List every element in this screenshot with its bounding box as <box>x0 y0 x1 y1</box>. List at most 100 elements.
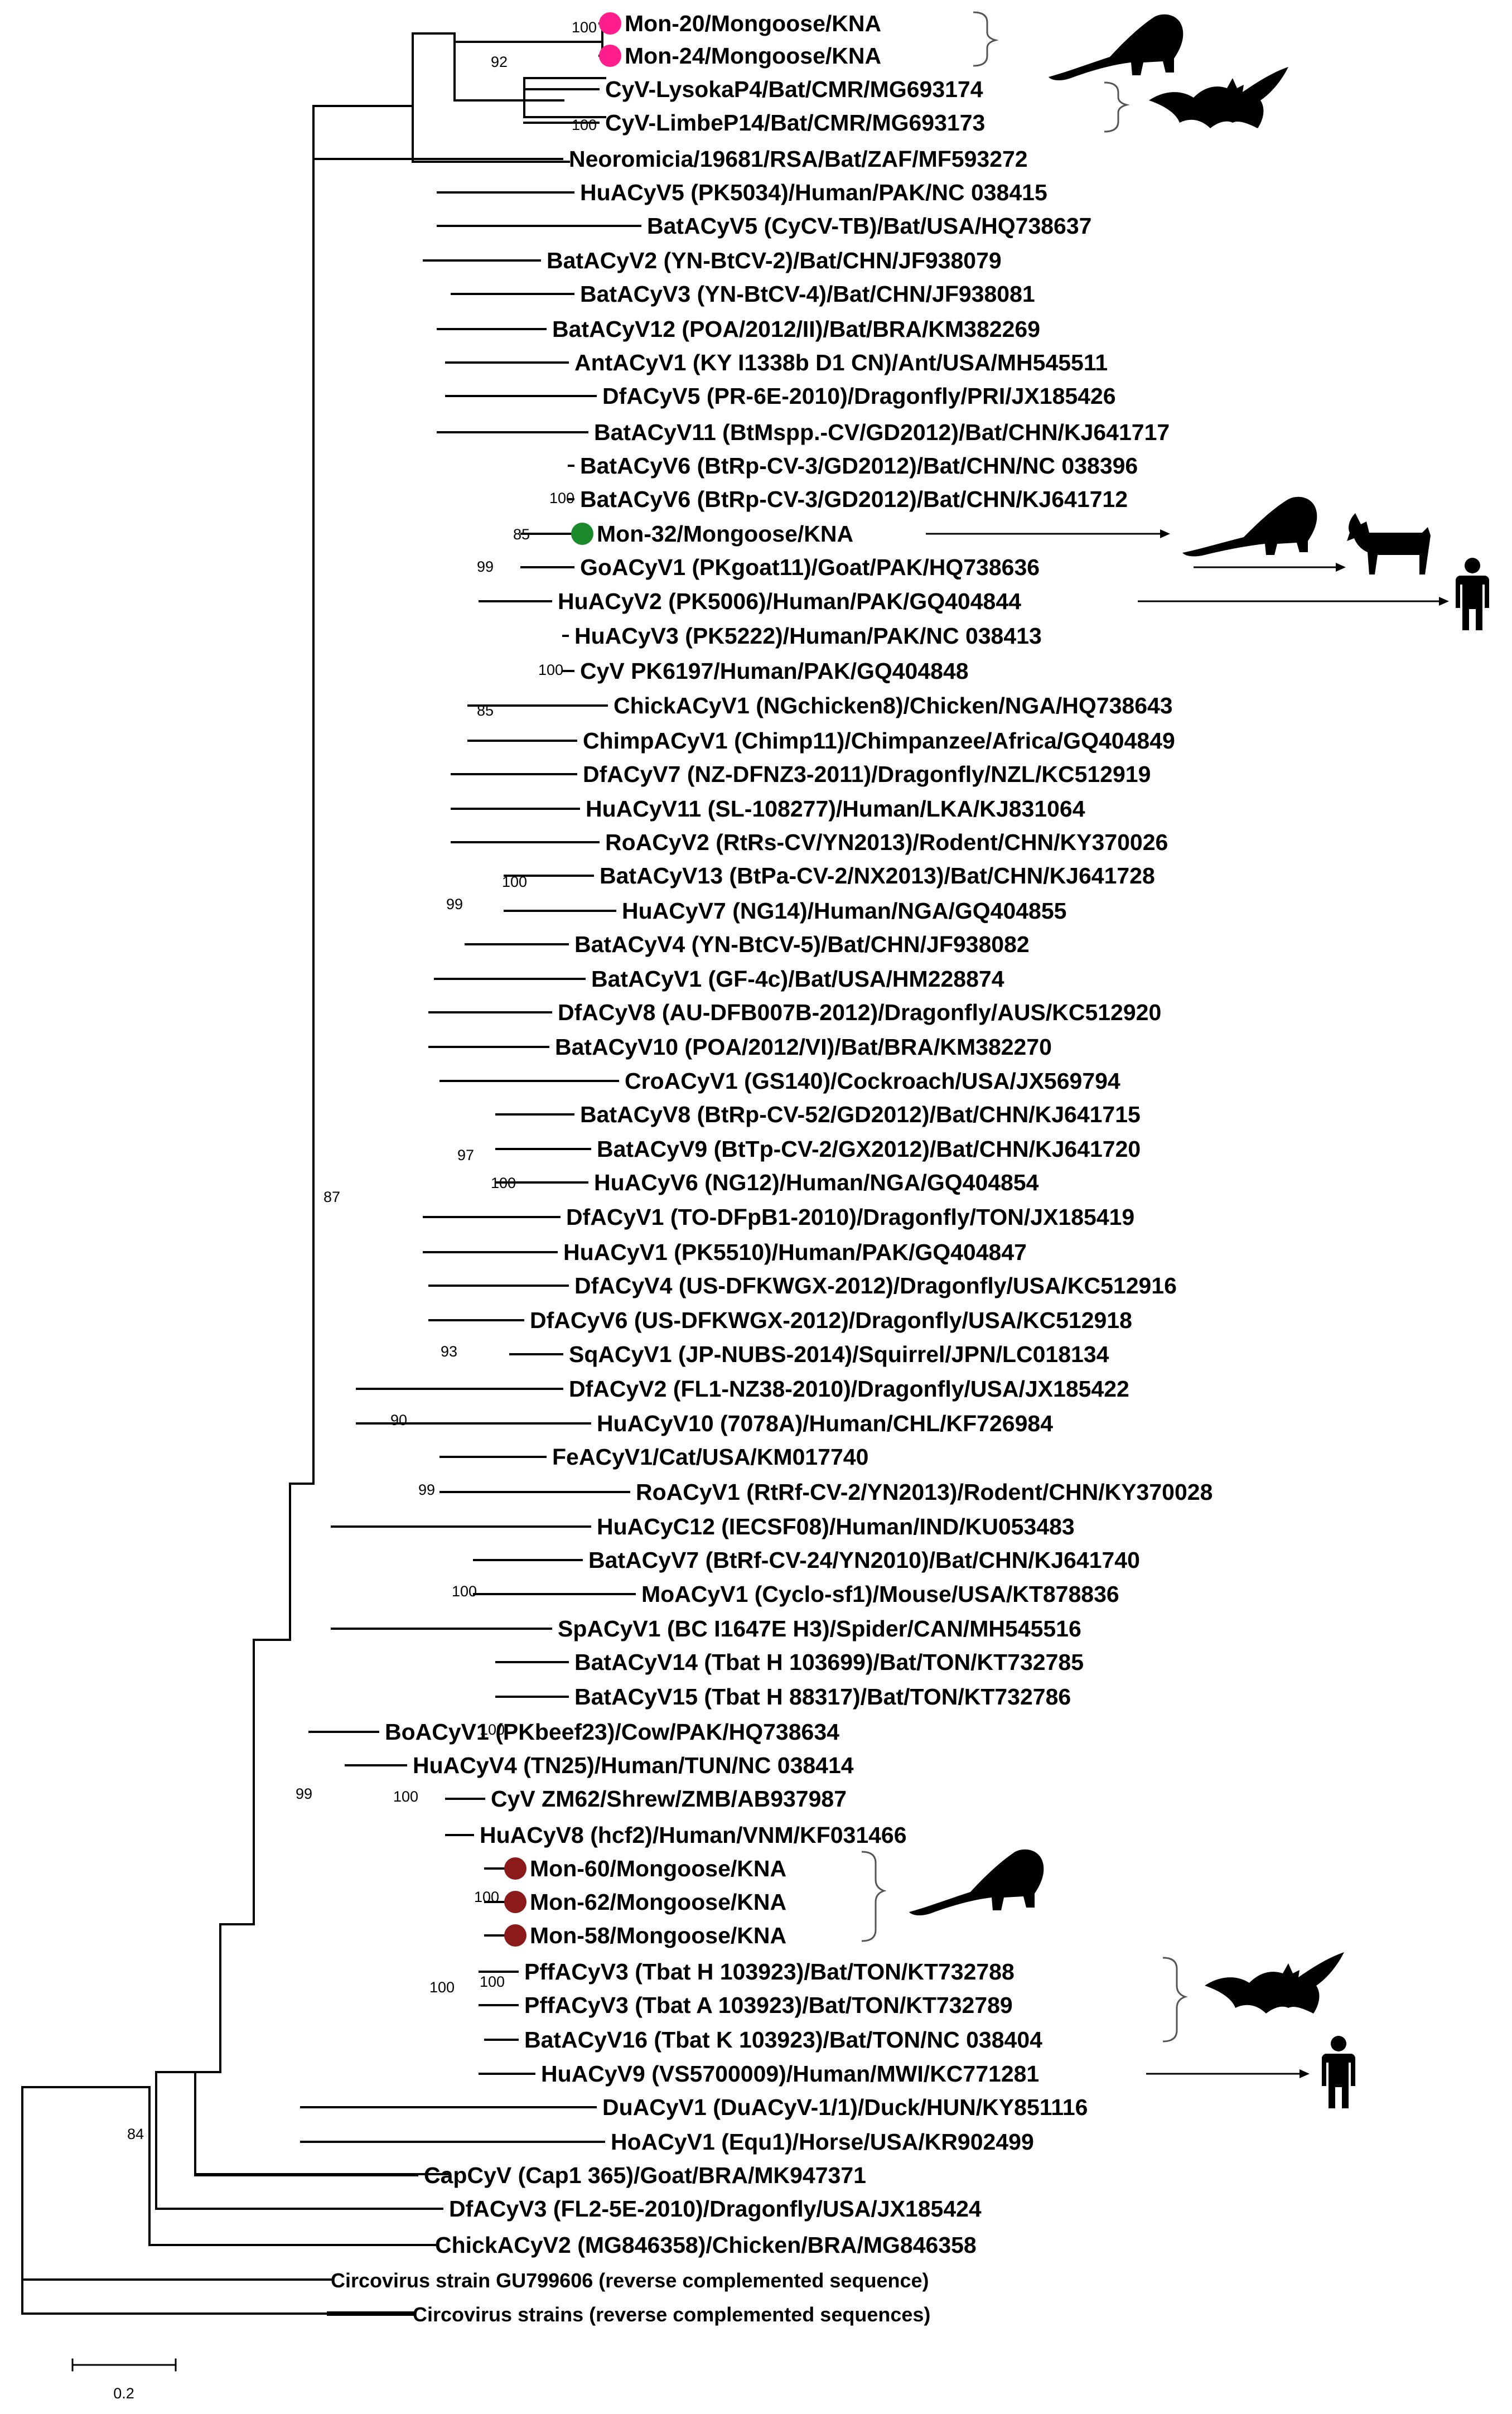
mongoose-sample-marker <box>504 1891 526 1913</box>
bootstrap-value: 100 <box>480 1973 505 1990</box>
bootstrap-value: 99 <box>446 896 463 913</box>
tip-label: BatACyV3 (YN-BtCV-4)/Bat/CHN/JF938081 <box>580 281 1035 307</box>
tip-label: DfACyV4 (US-DFKWGX-2012)/Dragonfly/USA/K… <box>574 1273 1177 1298</box>
bootstrap-value: 85 <box>477 702 494 719</box>
host-arrows <box>926 529 1449 2078</box>
tip-label: BatACyV12 (POA/2012/II)/Bat/BRA/KM382269 <box>552 316 1040 342</box>
tip-label: HuACyV6 (NG12)/Human/NGA/GQ404854 <box>594 1170 1039 1195</box>
bootstrap-value: 100 <box>429 1979 455 1996</box>
scale-bar: 0.2 <box>71 2358 177 2402</box>
bootstrap-value: 84 <box>127 2126 144 2142</box>
tip-label: FeACyV1/Cat/USA/KM017740 <box>552 1444 868 1470</box>
tip-label: HuACyV4 (TN25)/Human/TUN/NC 038414 <box>413 1752 854 1778</box>
tip-label: Circovirus strains (reverse complemented… <box>413 2303 930 2326</box>
bootstrap-value: 99 <box>418 1481 435 1498</box>
tip-label: MoACyV1 (Cyclo-sf1)/Mouse/USA/KT878836 <box>641 1581 1119 1607</box>
bootstrap-value: 99 <box>477 558 494 575</box>
tip-label: BatACyV14 (Tbat H 103699)/Bat/TON/KT7327… <box>574 1649 1084 1675</box>
bootstrap-value: 85 <box>513 526 530 543</box>
tip-label: CyV-LimbeP14/Bat/CMR/MG693173 <box>605 110 985 136</box>
tip-label: DuACyV1 (DuACyV-1/1)/Duck/HUN/KY851116 <box>602 2094 1088 2120</box>
tip-label: HuACyV10 (7078A)/Human/CHL/KF726984 <box>597 1411 1053 1436</box>
bat-icon <box>1205 1952 1344 2014</box>
tip-label: HuACyV1 (PK5510)/Human/PAK/GQ404847 <box>563 1239 1027 1265</box>
goat-icon <box>1347 513 1431 574</box>
tip-label: HuACyC12 (IECSF08)/Human/IND/KU053483 <box>597 1514 1075 1539</box>
tip-label: ChickACyV1 (NGchicken8)/Chicken/NGA/HQ73… <box>614 693 1173 718</box>
tip-label: RoACyV2 (RtRs-CV/YN2013)/Rodent/CHN/KY37… <box>605 829 1168 855</box>
tip-label: Mon-24/Mongoose/KNA <box>625 43 881 69</box>
bootstrap-value: 99 <box>296 1785 312 1802</box>
tip-label: BatACyV6 (BtRp-CV-3/GD2012)/Bat/CHN/NC 0… <box>580 453 1138 479</box>
bootstrap-value: 100 <box>549 490 574 506</box>
tip-label: HuACyV2 (PK5006)/Human/PAK/GQ404844 <box>558 588 1021 614</box>
tip-label: BatACyV5 (CyCV-TB)/Bat/USA/HQ738637 <box>647 213 1091 239</box>
bootstrap-value: 97 <box>457 1147 474 1163</box>
tip-label: DfACyV7 (NZ-DFNZ3-2011)/Dragonfly/NZL/KC… <box>583 761 1151 787</box>
mongoose-sample-marker <box>571 523 593 545</box>
tip-markers <box>504 12 621 1947</box>
tip-label: BatACyV9 (BtTp-CV-2/GX2012)/Bat/CHN/KJ64… <box>597 1136 1141 1162</box>
tip-label: PffACyV3 (Tbat A 103923)/Bat/TON/KT73278… <box>524 1992 1013 2018</box>
bootstrap-value: 92 <box>491 54 508 70</box>
bootstrap-value: 100 <box>474 1889 499 1905</box>
tip-label: DfACyV8 (AU-DFB007B-2012)/Dragonfly/AUS/… <box>558 1000 1161 1025</box>
tip-label: ChickACyV2 (MG846358)/Chicken/BRA/MG8463… <box>435 2232 977 2258</box>
bootstrap-value: 90 <box>390 1412 407 1428</box>
mongoose-sample-marker <box>504 1924 526 1947</box>
bootstrap-value: 100 <box>452 1583 477 1600</box>
tip-label: HuACyV3 (PK5222)/Human/PAK/NC 038413 <box>574 623 1042 649</box>
tip-label: CyV-LysokaP4/Bat/CMR/MG693174 <box>605 76 983 102</box>
tip-label: BatACyV2 (YN-BtCV-2)/Bat/CHN/JF938079 <box>547 248 1002 273</box>
tip-label: BatACyV4 (YN-BtCV-5)/Bat/CHN/JF938082 <box>574 931 1030 957</box>
mongoose-sample-marker <box>504 1857 526 1880</box>
tip-label: CapCyV (Cap1 365)/Goat/BRA/MK947371 <box>424 2162 866 2188</box>
tip-label: Mon-62/Mongoose/KNA <box>530 1889 786 1915</box>
tip-label: SpACyV1 (BC I1647E H3)/Spider/CAN/MH5455… <box>558 1616 1081 1641</box>
tip-label: Neoromicia/19681/RSA/Bat/ZAF/MF593272 <box>569 146 1028 172</box>
tip-label: Mon-20/Mongoose/KNA <box>625 11 881 36</box>
tip-label: CyV ZM62/Shrew/ZMB/AB937987 <box>491 1786 847 1812</box>
bootstrap-value: 93 <box>441 1343 457 1360</box>
bootstrap-value: 100 <box>393 1788 418 1805</box>
mongoose-sample-marker <box>599 45 621 67</box>
tip-label: BatACyV6 (BtRp-CV-3/GD2012)/Bat/CHN/KJ64… <box>580 486 1128 512</box>
tip-label: HuACyV9 (VS5700009)/Human/MWI/KC771281 <box>541 2061 1039 2087</box>
tip-label: Mon-32/Mongoose/KNA <box>597 521 853 547</box>
tip-label: CyV PK6197/Human/PAK/GQ404848 <box>580 658 969 684</box>
host-braces <box>861 11 1188 2043</box>
tip-label: PffACyV3 (Tbat H 103923)/Bat/TON/KT73278… <box>524 1959 1015 1985</box>
scale-bar-label: 0.2 <box>113 2385 134 2402</box>
bootstrap-value: 100 <box>572 117 597 133</box>
tip-branches <box>21 22 641 2315</box>
tip-label: RoACyV1 (RtRf-CV-2/YN2013)/Rodent/CHN/KY… <box>636 1479 1213 1505</box>
tip-label: SqACyV1 (JP-NUBS-2014)/Squirrel/JPN/LC01… <box>569 1341 1109 1367</box>
mongoose-icon <box>1049 14 1183 81</box>
bootstrap-value: 100 <box>491 1175 516 1191</box>
bootstrap-value: 100 <box>502 873 527 890</box>
mongoose-icon <box>1182 496 1317 557</box>
tip-label: HuACyV7 (NG14)/Human/NGA/GQ404855 <box>622 898 1066 924</box>
tip-label: DfACyV1 (TO-DFpB1-2010)/Dragonfly/TON/JX… <box>566 1204 1134 1230</box>
tip-label: BatACyV8 (BtRp-CV-52/GD2012)/Bat/CHN/KJ6… <box>580 1102 1141 1127</box>
human-icon <box>1456 558 1489 630</box>
tip-label: CroACyV1 (GS140)/Cockroach/USA/JX569794 <box>625 1068 1120 1094</box>
bootstrap-value: 100 <box>480 1721 505 1738</box>
tip-label: DfACyV2 (FL1-NZ38-2010)/Dragonfly/USA/JX… <box>569 1376 1129 1402</box>
bat-icon <box>1149 67 1288 128</box>
tip-label: Mon-60/Mongoose/KNA <box>530 1856 786 1881</box>
tip-label: BatACyV15 (Tbat H 88317)/Bat/TON/KT73278… <box>574 1684 1071 1710</box>
tip-label: BatACyV1 (GF-4c)/Bat/USA/HM228874 <box>591 966 1004 992</box>
tip-label: AntACyV1 (KY I1338b D1 CN)/Ant/USA/MH545… <box>574 350 1108 375</box>
tip-label: HuACyV8 (hcf2)/Human/VNM/KF031466 <box>480 1822 907 1848</box>
human-icon <box>1322 2036 1355 2108</box>
tip-label: DfACyV3 (FL2-5E-2010)/Dragonfly/USA/JX18… <box>449 2196 982 2222</box>
tip-label: HuACyV11 (SL-108277)/Human/LKA/KJ831064 <box>586 796 1085 822</box>
tip-label: HoACyV1 (Equ1)/Horse/USA/KR902499 <box>611 2129 1034 2155</box>
bootstrap-value: 100 <box>572 19 597 36</box>
tip-label: HuACyV5 (PK5034)/Human/PAK/NC 038415 <box>580 180 1047 205</box>
tip-label: BoACyV1 (PKbeef23)/Cow/PAK/HQ738634 <box>385 1719 839 1745</box>
bootstrap-value: 100 <box>538 662 563 678</box>
bootstrap-labels: 1009210010085991008510099971008793909910… <box>127 19 597 2142</box>
tip-label: BatACyV11 (BtMspp.-CV/GD2012)/Bat/CHN/KJ… <box>594 419 1170 445</box>
